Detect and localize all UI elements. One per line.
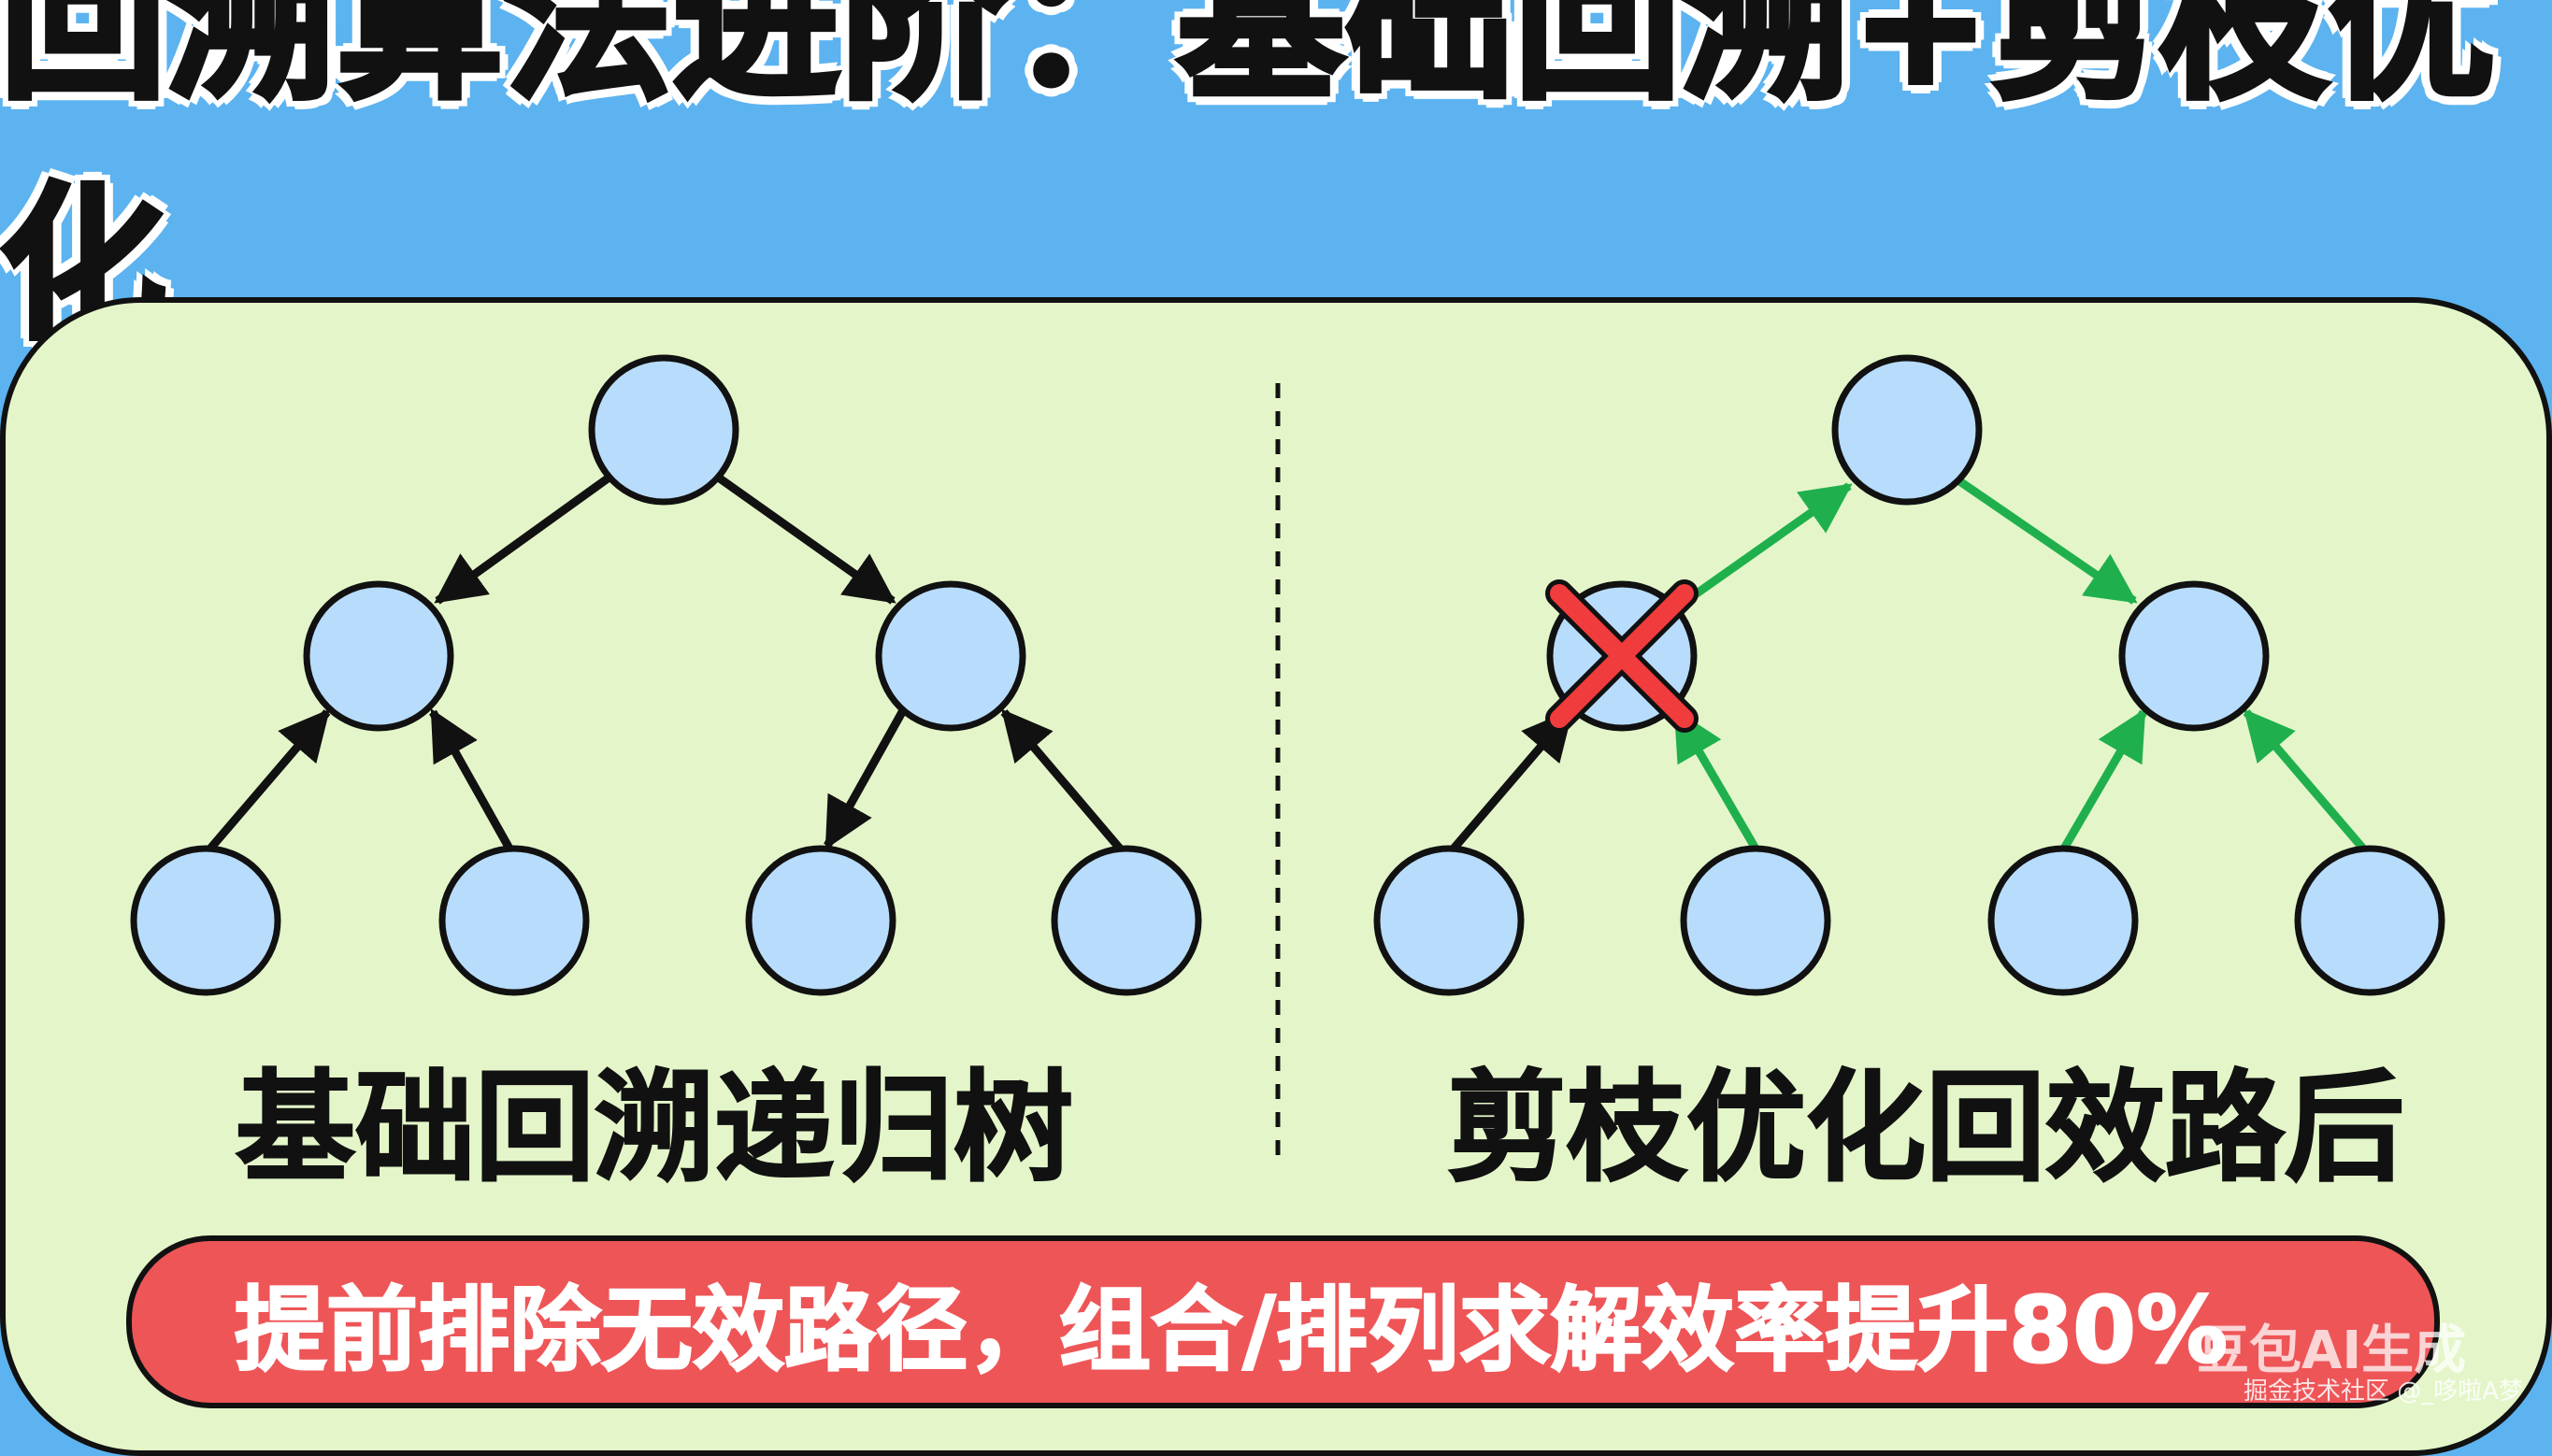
left-tree-nodes [130,354,1202,996]
banner-text: 提前排除无效路径，组合/排列求解效率提升80% [234,1277,2229,1385]
tree-node [745,845,896,996]
tree-node [1373,845,1525,996]
tree-node [130,845,281,996]
edge-root-to-left [434,475,610,605]
tree-node [1987,845,2139,996]
tree-node [2118,580,2270,732]
left-tree-edges [207,475,1124,851]
right-tree-nodes [1373,354,2445,996]
tree-node [875,580,1026,732]
summary-banner: 提前排除无效路径，组合/排列求解效率提升80% [126,1235,2440,1408]
right-caption: 剪枝优化回效路后 [1446,1058,2405,1199]
edge-root-to-right [717,475,896,605]
edge-right-to-leaf3 [824,709,906,849]
edge-leaf4-to-right [2243,708,2367,851]
left-caption: 基础回溯递归树 [235,1058,1074,1199]
tree-node [1051,845,1202,996]
edge-leaf2-to-pruned [1672,708,1759,851]
edge-leaf4-to-right [1000,708,1124,851]
red-cross-icon [1545,579,1699,733]
tree-node [303,580,454,732]
credit-text: 掘金技术社区 @_哆啦A梦 [2244,1377,2524,1406]
tree-node [438,845,590,996]
right-tree-edges [1450,475,2367,851]
tree-node [2294,845,2445,996]
edge-leaf1-to-pruned [1450,708,1574,851]
tree-node [588,354,739,506]
edge-leaf2-to-left [429,708,513,851]
edge-pruned-to-root [1687,482,1853,602]
watermark: 豆包AI生成 [2197,1320,2467,1381]
edge-leaf3-to-right [2060,708,2147,851]
edge-leaf1-to-left [207,708,331,851]
tree-node [1680,845,1831,996]
edge-root-to-right [1953,475,2138,605]
tree-node [1831,354,1983,506]
